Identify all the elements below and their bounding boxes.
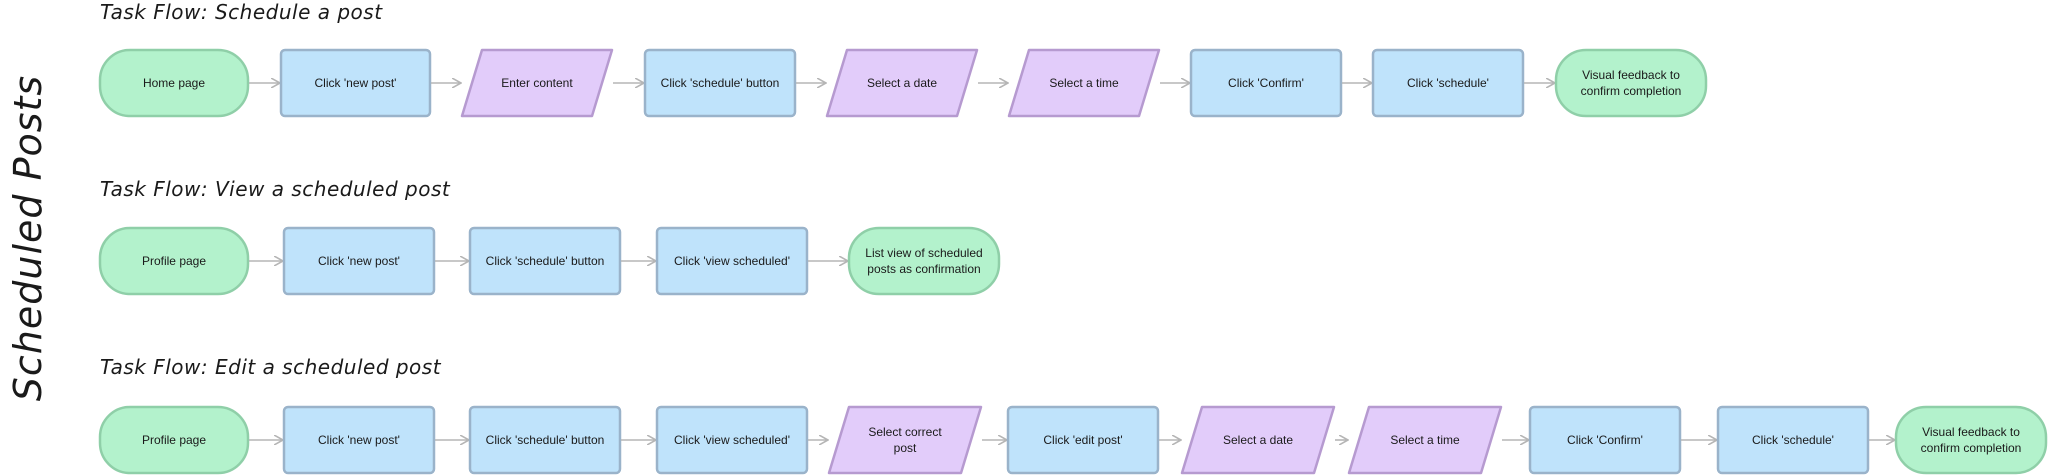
input-node — [1347, 405, 1503, 475]
node-label: Click 'new post' — [318, 433, 400, 447]
node-label: confirm completion — [1581, 84, 1682, 98]
node-label: List view of scheduled — [865, 246, 982, 260]
input-node — [825, 48, 979, 118]
flow-title-view: Task Flow: View a scheduled post — [100, 177, 451, 201]
node-label: post — [894, 441, 917, 455]
node-label: Click 'view scheduled' — [674, 254, 790, 268]
node-label: Click 'schedule' — [1752, 433, 1834, 447]
node-label: Select correct — [868, 425, 942, 439]
flow-row-2: Profile page Click 'new post' Click 'sched… — [98, 405, 2048, 475]
node-label: confirm completion — [1921, 441, 2022, 455]
node-label: Select a date — [867, 76, 937, 90]
action-node — [655, 405, 809, 475]
action-node — [1371, 48, 1525, 118]
action-node — [282, 405, 436, 475]
node-label: Click 'Confirm' — [1567, 433, 1643, 447]
node-label: Click 'view scheduled' — [674, 433, 790, 447]
flow-title-schedule: Task Flow: Schedule a post — [100, 0, 383, 24]
node-label: Click 'new post' — [318, 254, 400, 268]
node-label: Select a time — [1390, 433, 1460, 447]
terminal-node — [847, 226, 1001, 296]
input-node — [827, 405, 983, 475]
node-label: Click 'Confirm' — [1228, 76, 1304, 90]
node-label: Click 'edit post' — [1043, 433, 1122, 447]
node-label: Select a time — [1049, 76, 1119, 90]
action-node — [655, 226, 809, 296]
node-label: Click 'schedule' button — [661, 76, 780, 90]
action-node — [468, 226, 622, 296]
action-node — [1528, 405, 1682, 475]
input-node — [1180, 405, 1336, 475]
terminal-node — [98, 48, 250, 118]
terminal-node — [1894, 405, 2048, 475]
action-node — [279, 48, 432, 118]
node-label: Click 'schedule' — [1407, 76, 1489, 90]
node-label: Home page — [143, 76, 205, 90]
terminal-node — [98, 226, 250, 296]
terminal-node — [98, 405, 250, 475]
node-label: Profile page — [142, 433, 206, 447]
action-node — [1006, 405, 1160, 475]
action-node — [643, 48, 797, 118]
flow-row-1: Profile page Click 'new post' Click 'sched… — [98, 226, 1001, 296]
action-node — [1716, 405, 1870, 475]
node-label: Enter content — [501, 76, 573, 90]
action-node — [282, 226, 436, 296]
node-label: Profile page — [142, 254, 206, 268]
action-node — [468, 405, 622, 475]
terminal-node — [1554, 48, 1708, 118]
node-label: Click 'schedule' button — [486, 433, 605, 447]
node-label: posts as confirmation — [867, 262, 980, 276]
action-node — [1189, 48, 1343, 118]
flow-title-edit: Task Flow: Edit a scheduled post — [100, 355, 442, 379]
node-label: Click 'schedule' button — [486, 254, 605, 268]
node-label: Select a date — [1223, 433, 1293, 447]
node-label: Visual feedback to — [1582, 68, 1680, 82]
node-label: Click 'new post' — [315, 76, 397, 90]
flow-row-0: Home page Click 'new post' Enter content Cl… — [98, 48, 1708, 118]
node-label: Visual feedback to — [1922, 425, 2020, 439]
input-node — [1007, 48, 1161, 118]
input-node — [460, 48, 614, 118]
